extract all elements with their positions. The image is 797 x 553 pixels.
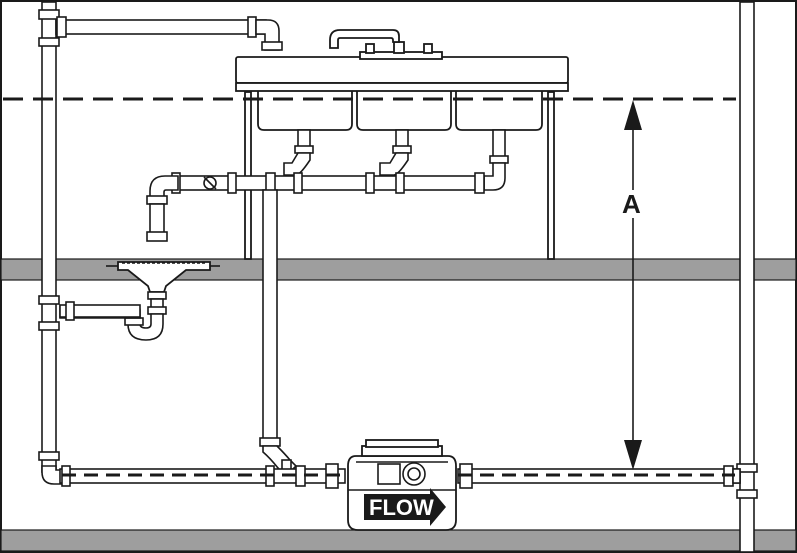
flow-label: FLOW [369,495,434,520]
floor-drain [59,261,220,341]
vertical-drop-pipe [259,189,298,481]
sink-drain-line [146,172,485,242]
dimension-a: A [622,100,642,470]
lower-floor [0,529,797,552]
flow-arrow-icon [364,488,446,526]
sink-drains [283,129,509,191]
dimension-arrow-up-icon [624,100,642,130]
grease-interceptor: FLOW [347,439,457,531]
left-vent-stack [38,1,283,485]
dimension-label: A [622,189,641,219]
right-vent-stack [736,1,758,553]
dimension-arrow-down-icon [624,440,642,470]
